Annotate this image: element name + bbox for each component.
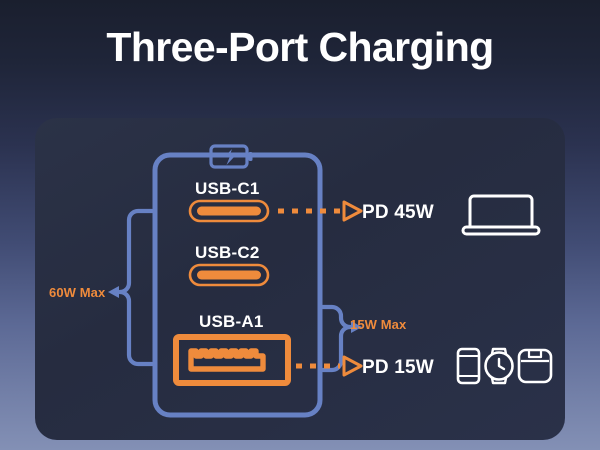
page-title: Three-Port Charging (106, 24, 494, 70)
port-label-usb-c2: USB-C2 (195, 243, 260, 262)
port-label-usb-a1: USB-A1 (199, 312, 264, 331)
output-label-pd-15w: PD 15W (362, 357, 434, 378)
bracket-label-left: 60W Max (49, 285, 106, 300)
bracket-label-right: 15W Max (350, 317, 407, 332)
port-label-usb-c1: USB-C1 (195, 179, 260, 198)
output-label-pd-45w: PD 45W (362, 202, 434, 223)
diagram-card (35, 118, 565, 440)
